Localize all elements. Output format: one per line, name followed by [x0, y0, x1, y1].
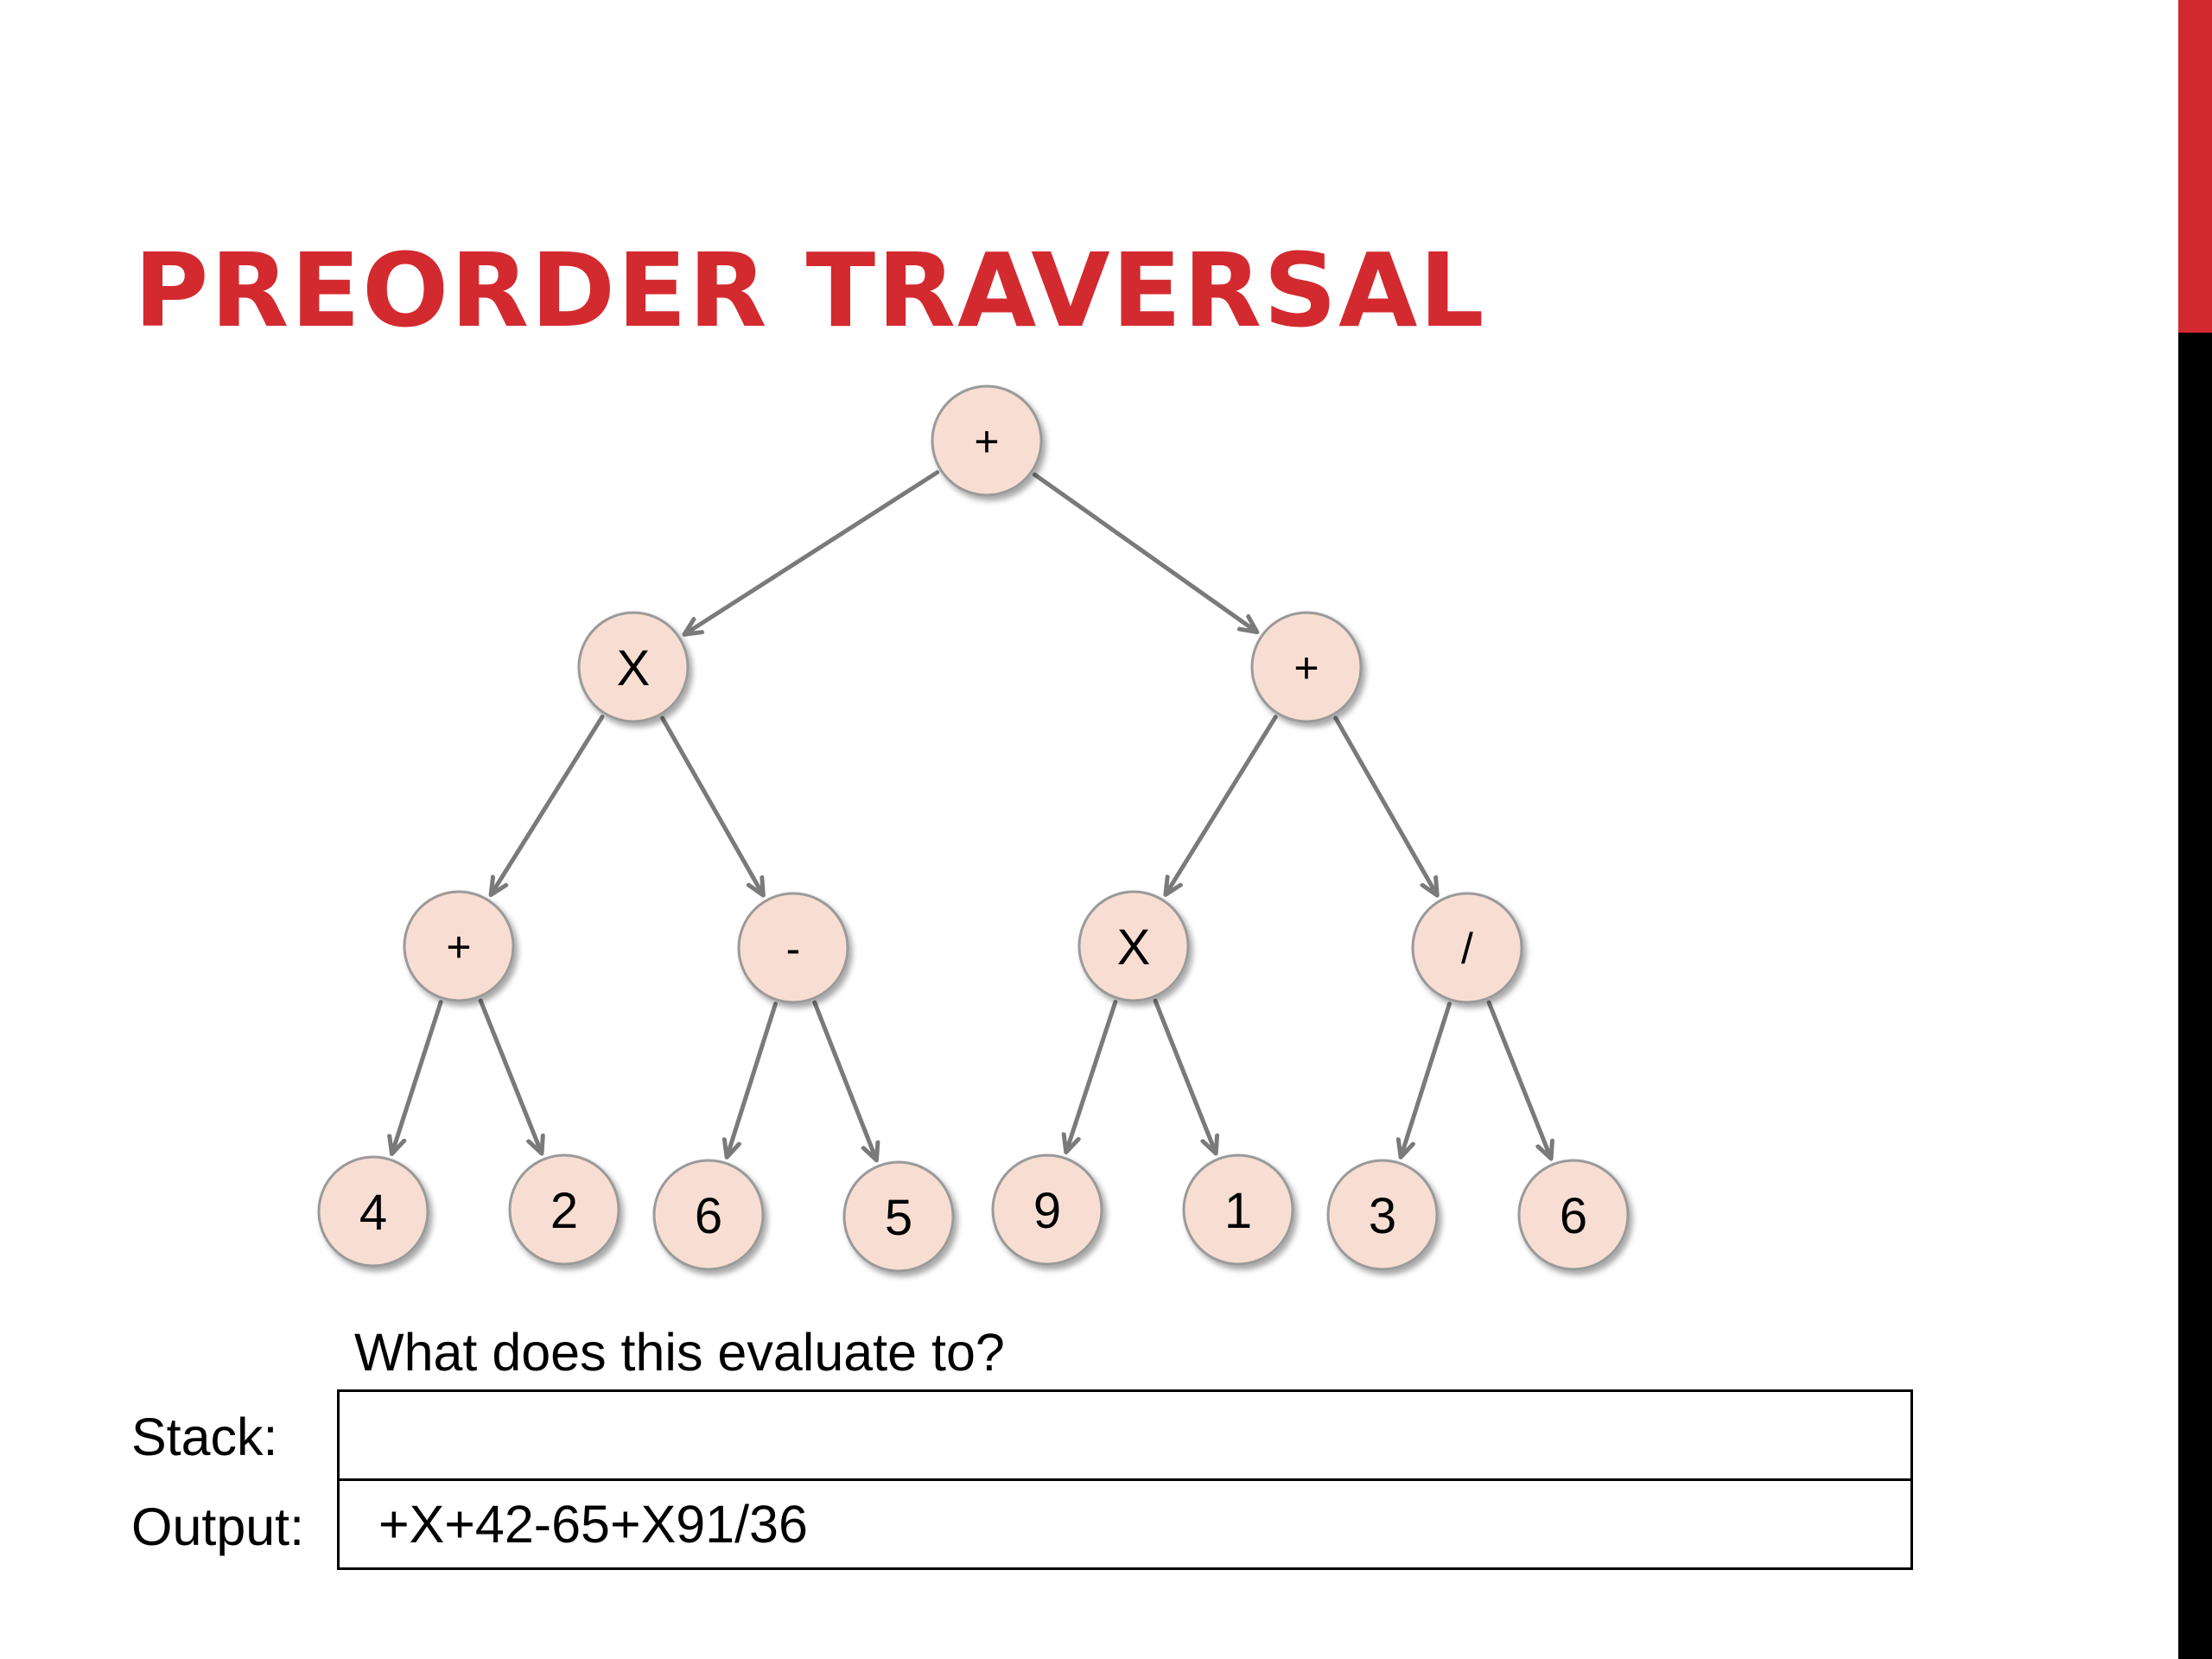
tree-node-circle [1077, 890, 1190, 1002]
tree-node-circle [1411, 892, 1523, 1004]
tree-node-circle [737, 892, 849, 1004]
tree-node-label: 4 [359, 1185, 387, 1241]
tree-node-circle [508, 1154, 620, 1266]
tree-edge-n7-n14 [1401, 1001, 1452, 1157]
tree-edge-n1-n3 [1032, 472, 1256, 632]
tree-edge-n2-n4 [492, 715, 605, 894]
tree-edge-n5-n11 [812, 1000, 876, 1160]
tree-node-n6: X [1077, 890, 1190, 1002]
tree-node-n13: 1 [1182, 1154, 1294, 1266]
tree-node-n5: - [737, 892, 849, 1004]
tree-node-circle [403, 890, 515, 1002]
tree-edge-n4-n9 [478, 998, 541, 1153]
tree-node-circle [577, 611, 690, 723]
tree-edges [392, 470, 1551, 1160]
tree-node-n9: 2 [508, 1154, 620, 1266]
tree-node-label: 6 [1560, 1188, 1587, 1244]
tree-node-circle [1517, 1159, 1630, 1271]
tree-node-n7: / [1411, 892, 1523, 1004]
tree-edge-n6-n13 [1153, 998, 1216, 1153]
tree-node-circle [652, 1159, 765, 1271]
tree-node-label: X [1117, 919, 1151, 976]
tree-node-n15: 6 [1517, 1159, 1630, 1271]
tree-edge-n3-n6 [1166, 715, 1278, 894]
question-text: What does this evaluate to? [354, 1323, 1005, 1382]
tree-node-circle [1182, 1154, 1294, 1266]
tree-node-n12: 9 [991, 1154, 1103, 1266]
tree-node-label: - [786, 925, 801, 973]
output-box: +X+42-65+X91/36 [337, 1478, 1913, 1570]
tree-edge-n5-n10 [727, 1001, 778, 1157]
tree-node-circle [842, 1160, 955, 1273]
tree-node-label: + [974, 417, 999, 466]
tree-edge-n6-n12 [1066, 1000, 1118, 1152]
tree-edge-n7-n15 [1486, 1000, 1551, 1158]
tree-node-label: 3 [1369, 1188, 1396, 1244]
tree-edge-n1-n2 [685, 470, 940, 634]
tree-node-label: / [1461, 925, 1473, 973]
tree-node-label: 6 [695, 1188, 722, 1244]
tree-node-circle [317, 1155, 429, 1268]
accent-bar-red [2178, 0, 2212, 333]
tree-node-label: 9 [1033, 1183, 1061, 1239]
stack-label: Stack: [131, 1408, 278, 1466]
tree-node-label: 2 [550, 1183, 578, 1239]
tree-node-n4: + [403, 890, 515, 1002]
tree-node-n3: + [1250, 611, 1363, 723]
accent-bar-black [2178, 333, 2212, 1659]
tree-node-label: 1 [1224, 1183, 1252, 1239]
output-value: +X+42-65+X91/36 [378, 1495, 808, 1554]
tree-node-label: X [617, 640, 651, 696]
tree-node-circle [931, 385, 1043, 497]
tree-node-n8: 4 [317, 1155, 429, 1268]
tree-node-n14: 3 [1326, 1159, 1439, 1271]
tree-node-n10: 6 [652, 1159, 765, 1271]
tree-node-label: + [1294, 644, 1319, 692]
tree-node-circle [1250, 611, 1363, 723]
slide-title: PREORDER TRAVERSAL [134, 231, 1486, 350]
tree-edge-n4-n8 [392, 1000, 443, 1154]
tree-node-n1: + [931, 385, 1043, 497]
tree-node-n2: X [577, 611, 690, 723]
tree-edge-n3-n7 [1333, 715, 1437, 894]
tree-node-n11: 5 [842, 1160, 955, 1273]
tree-node-label: 5 [885, 1190, 912, 1246]
tree-node-circle [1326, 1159, 1439, 1271]
stack-box [337, 1389, 1913, 1481]
tree-node-label: + [446, 923, 471, 971]
output-label: Output: [131, 1497, 305, 1556]
tree-edge-n2-n5 [660, 715, 763, 894]
tree-node-circle [991, 1154, 1103, 1266]
